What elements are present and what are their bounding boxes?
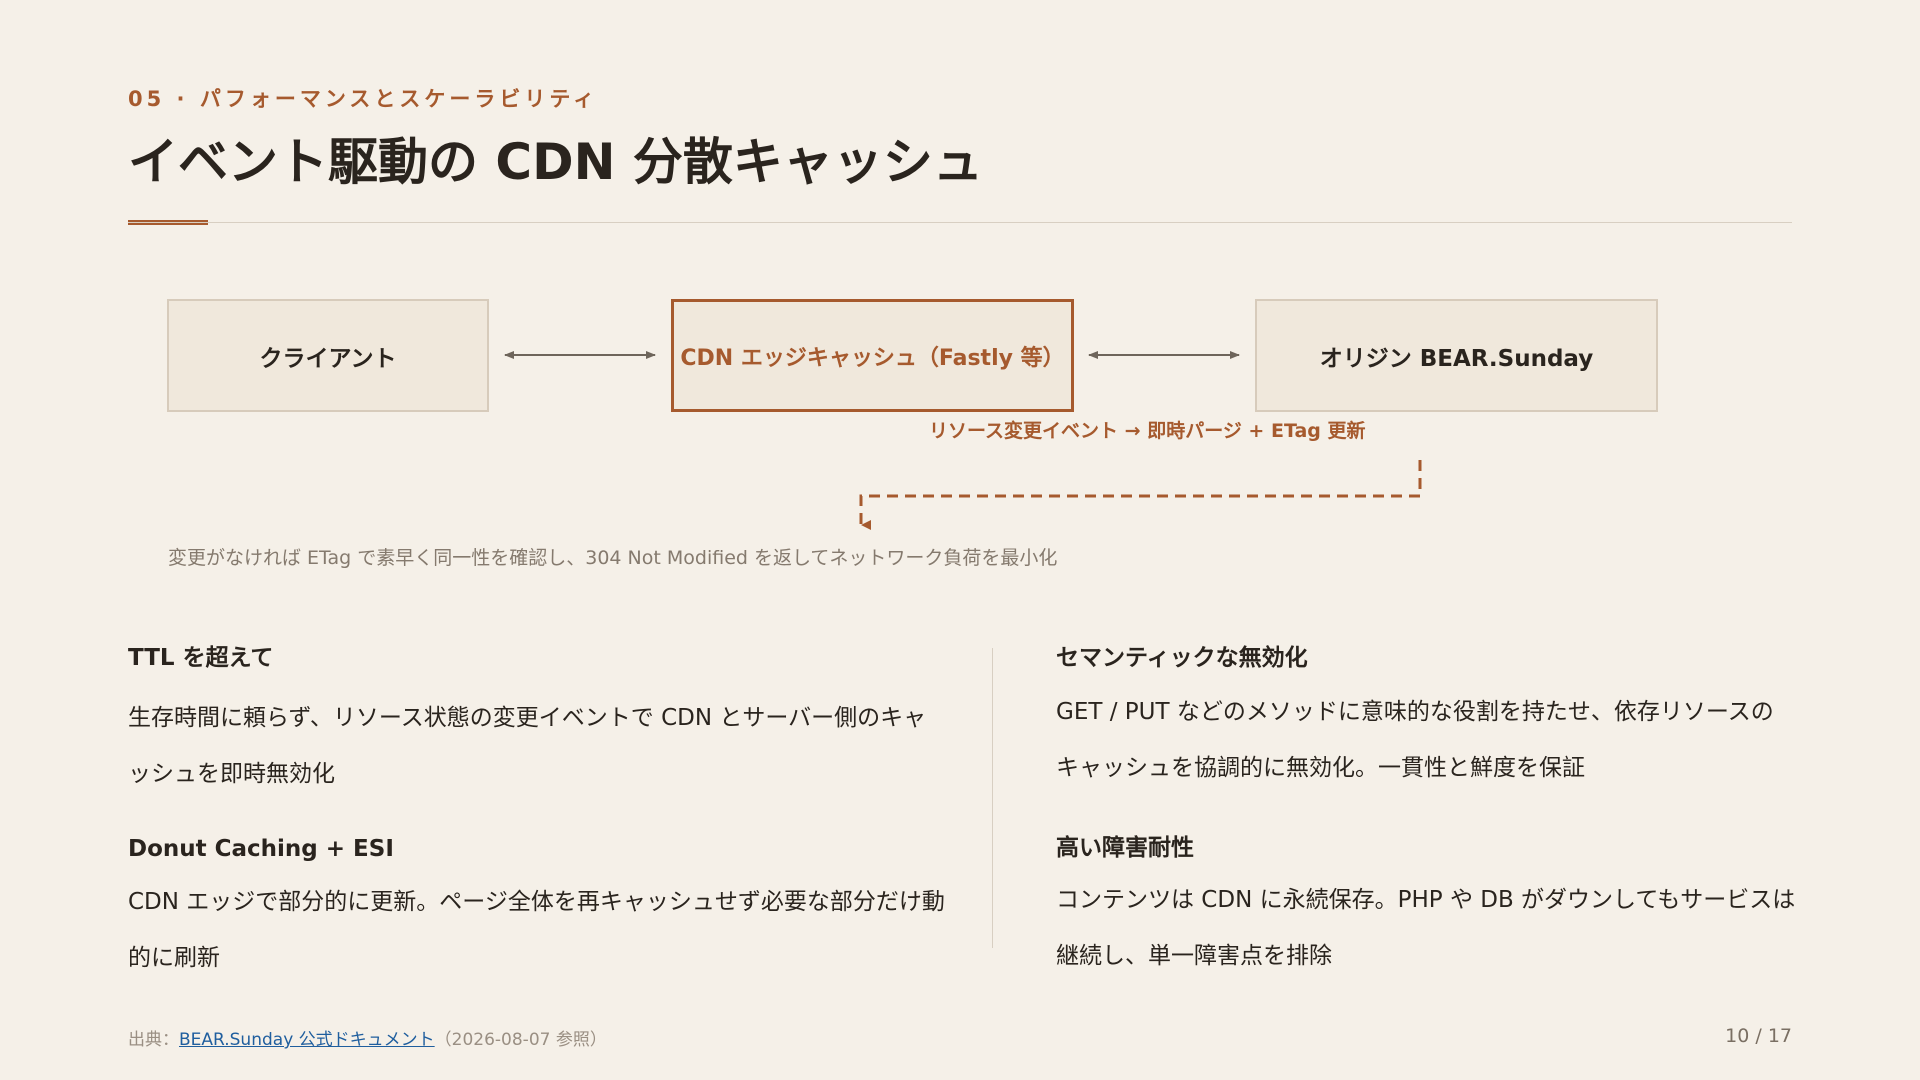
left-body-donut: CDN エッジで部分的に更新。ページ全体を再キャッシュせず必要な部分だけ動的に刷… <box>128 889 945 971</box>
source-link[interactable]: BEAR.Sunday 公式ドキュメント <box>179 1030 435 1050</box>
section-eyebrow: 05 · パフォーマンスとスケーラビリティ <box>128 87 599 111</box>
left-heading-donut: Donut Caching + ESI <box>128 836 394 862</box>
title-rule-accent <box>128 220 208 225</box>
node-cdn-edge-cache: CDN エッジキャッシュ（Fastly 等） <box>671 299 1074 412</box>
node-client: クライアント <box>167 299 489 412</box>
left-heading-ttl: TTL を超えて <box>128 645 274 671</box>
page-title: イベント駆動の CDN 分散キャッシュ <box>128 133 983 191</box>
right-heading-fault: 高い障害耐性 <box>1056 835 1194 861</box>
page-number: 10 / 17 <box>1725 1025 1792 1047</box>
right-body-fault: コンテンツは CDN に永続保存。PHP や DB がダウンしてもサービスは継続… <box>1056 887 1796 969</box>
arrow-event-dashed <box>859 460 1422 530</box>
node-origin: オリジン BEAR.Sunday <box>1255 299 1658 412</box>
diagram-note: 変更がなければ ETag で素早く同一性を確認し、304 Not Modifie… <box>168 547 1058 569</box>
footer-source: 出典：BEAR.Sunday 公式ドキュメント（2026-08-07 参照） <box>128 1025 607 1050</box>
right-heading-semantic: セマンティックな無効化 <box>1056 645 1308 671</box>
right-body-semantic: GET / PUT などのメソッドに意味的な役割を持たせ、依存リソースのキャッシ… <box>1056 699 1774 781</box>
source-suffix: （2026-08-07 参照） <box>434 1030 607 1050</box>
title-rule <box>128 222 1792 223</box>
column-divider <box>992 648 993 948</box>
source-prefix: 出典： <box>128 1030 179 1050</box>
event-label: リソース変更イベント → 即時パージ + ETag 更新 <box>929 420 1366 442</box>
left-body-ttl: 生存時間に頼らず、リソース状態の変更イベントで CDN とサーバー側のキャッシュ… <box>128 705 927 787</box>
